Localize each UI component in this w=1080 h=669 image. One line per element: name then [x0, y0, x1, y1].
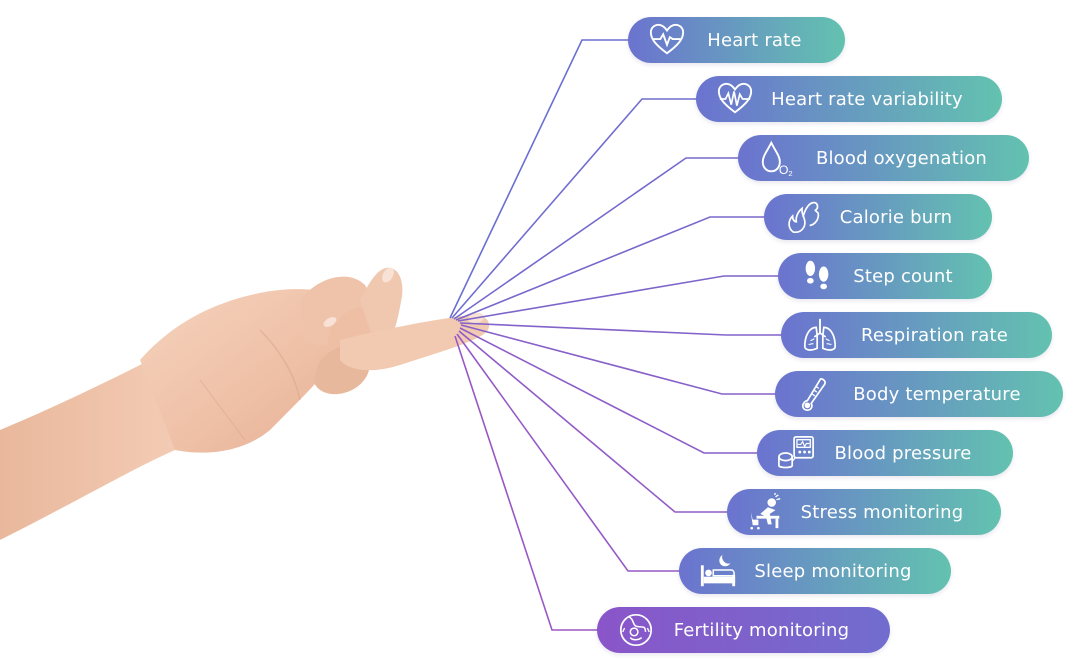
connector-line	[451, 98, 704, 319]
metric-pill: Body temperature	[775, 371, 1063, 417]
footprints-icon	[796, 255, 838, 297]
connector-line	[457, 275, 786, 322]
connector-line	[459, 327, 765, 454]
metric-label: Stress monitoring	[800, 501, 964, 523]
heart-variability-icon	[714, 78, 756, 120]
connector-line	[454, 335, 605, 631]
connector-line	[453, 157, 746, 320]
metric-pill: Fertility monitoring	[597, 607, 890, 653]
metric-label: Calorie burn	[839, 206, 953, 228]
metric-label: Fertility monitoring	[673, 619, 850, 641]
metric-pill: Respiration rate	[781, 312, 1052, 358]
stressed-person-icon	[745, 491, 787, 533]
blood-pressure-monitor-icon	[775, 432, 817, 474]
metric-label: Step count	[853, 265, 953, 287]
pregnancy-icon	[615, 609, 657, 651]
metric-pill: Heart rate variability	[696, 76, 1002, 122]
metric-pill: Step count	[778, 253, 992, 299]
lungs-icon	[799, 314, 841, 356]
svg-text:O: O	[779, 163, 789, 177]
metric-label: Heart rate variability	[771, 88, 963, 110]
metric-label: Blood oxygenation	[815, 147, 988, 169]
heart-pulse-icon	[646, 19, 688, 61]
metric-pill: Calorie burn	[764, 194, 992, 240]
metric-label: Heart rate	[707, 29, 802, 51]
connector-line	[458, 330, 735, 513]
metric-pill: Blood pressure	[757, 430, 1013, 476]
metric-label: Blood pressure	[834, 442, 972, 464]
connector-line	[449, 39, 636, 319]
metric-pill: Sleep monitoring	[679, 548, 951, 594]
metric-pill: Stress monitoring	[727, 489, 1001, 535]
connector-line	[455, 216, 772, 321]
connector-line	[456, 333, 687, 572]
thermometer-icon	[793, 373, 835, 415]
bed-moon-icon	[697, 550, 739, 592]
svg-text:2: 2	[788, 169, 792, 178]
metric-label: Sleep monitoring	[754, 560, 912, 582]
metric-pill: Heart rate	[628, 17, 845, 63]
metric-label: Body temperature	[853, 383, 1021, 405]
metric-label: Respiration rate	[861, 324, 1008, 346]
connector-line	[459, 322, 789, 336]
connector-line	[460, 324, 783, 395]
flame-muscle-icon	[782, 196, 824, 238]
